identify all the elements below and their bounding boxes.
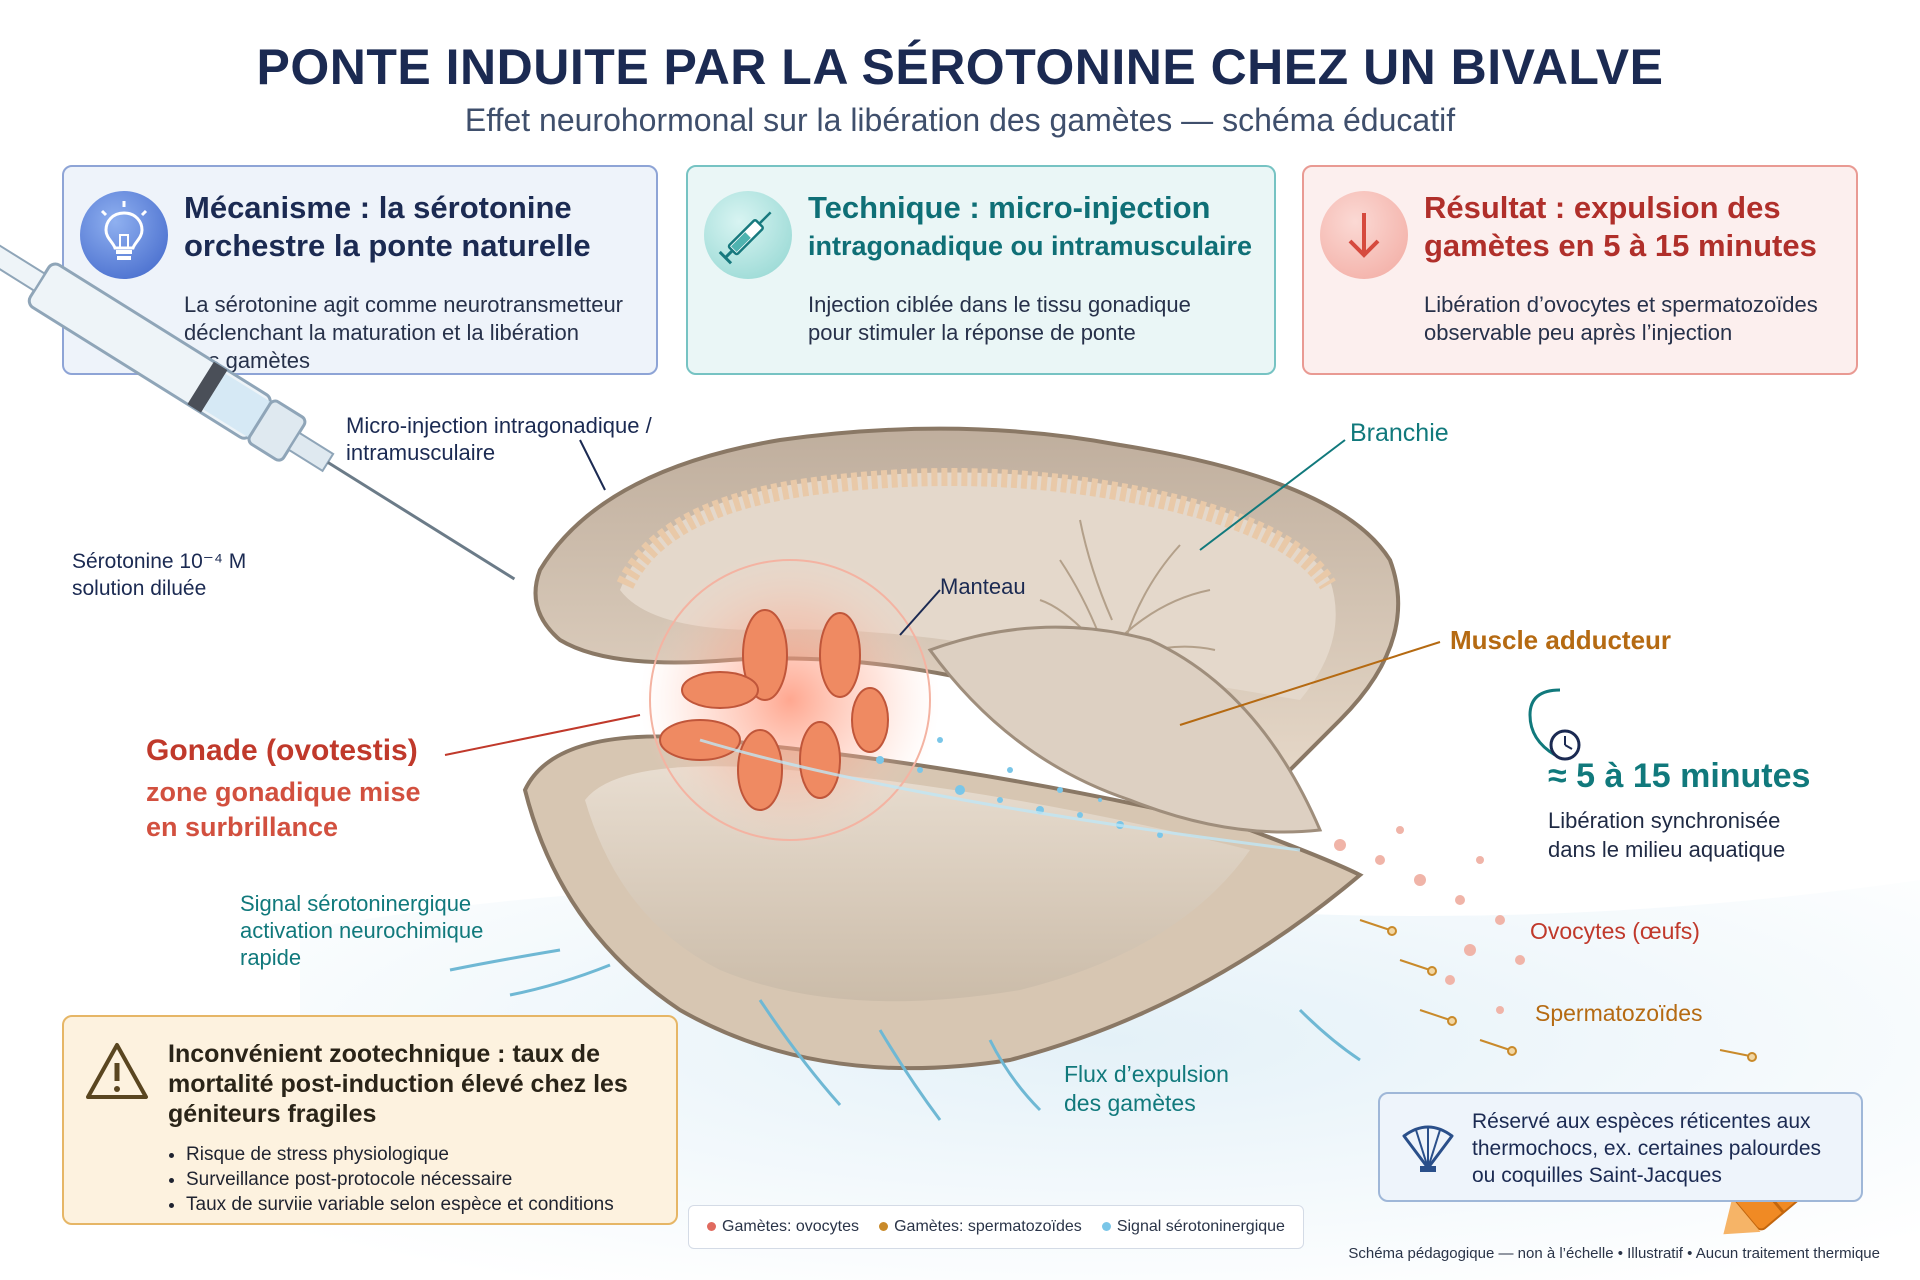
technique-body-line1: Injection ciblée dans le tissu gonadique: [808, 292, 1191, 317]
mechanism-title-line2: orchestre la ponte naturelle: [184, 228, 591, 263]
warning-bullets: Risque de stress physiologique Surveilla…: [168, 1142, 614, 1217]
legend-swatch-spermatozoides: [879, 1222, 889, 1232]
syringe-illustration: [0, 240, 516, 581]
gametes-spermatozoa: [1359, 919, 1757, 1062]
time-description-line2: dans le milieu aquatique: [1548, 837, 1786, 862]
warning-icon: [84, 1041, 150, 1106]
serotonin-label: Sérotonine 10⁻⁴ M solution diluée: [72, 548, 246, 602]
leader-manteau: [899, 589, 941, 636]
result-body-line2: observable peu après l’injection: [1424, 320, 1733, 345]
syringe-icon: [704, 191, 792, 279]
branchie-label: Branchie: [1350, 419, 1449, 447]
note-line3: ou coquilles Saint-Jacques: [1472, 1164, 1722, 1187]
legend-swatch-signal: [1101, 1222, 1111, 1232]
species-note-card: Réservé aux espèces réticentes aux thermo…: [1378, 1092, 1863, 1202]
time-value: ≈ 5 à 15 minutes: [1548, 757, 1811, 795]
injection-label-line1: Micro-injection intragonadique /: [346, 413, 652, 438]
spermatozoides-label: Spermatozoïdes: [1535, 1000, 1703, 1026]
lightbulb-icon: [80, 191, 168, 279]
legend: Gamètes: ovocytes Gamètes: spermatozoïde…: [688, 1205, 1304, 1249]
muscle-label: Muscle adducteur: [1450, 625, 1672, 655]
injection-label: Micro-injection intragonadique /intramus…: [346, 412, 652, 466]
warning-title-line1: Inconvénient zootechnique : taux de: [168, 1040, 600, 1068]
arrow-down-icon: [1320, 191, 1408, 279]
warning-bullet: Risque de stress physiologique: [186, 1142, 614, 1167]
manteau-label: Manteau: [940, 574, 1026, 599]
signal-label-line1: Signal sérotoninergique: [240, 891, 472, 916]
leader-injection: [579, 439, 606, 491]
gonade-label: Gonade (ovotestis): [146, 734, 418, 767]
note-line2: thermochocs, ex. certaines palourdes: [1472, 1137, 1822, 1160]
result-title-line1: Résultat : expulsion des: [1424, 190, 1781, 225]
injection-label-line2: intramusculaire: [346, 440, 496, 465]
gonad-ovotestis: [659, 609, 889, 811]
gonad-highlight: [640, 550, 940, 850]
serotonin-signal-particles: [876, 737, 1163, 838]
technique-card: Technique : micro-injection intragonadiqu…: [686, 165, 1276, 375]
signal-label-line2: activation neurochimique: [240, 918, 484, 943]
flux-label: Flux d’expulsion des gamètes: [1064, 1060, 1229, 1118]
gametes-ovocytes: [1334, 826, 1525, 1014]
adductor-muscle: [927, 625, 1323, 834]
warning-title-line2: mortalité post-induction élevé chez les: [168, 1070, 628, 1098]
mechanism-body-line1: La sérotonine agit comme neurotransmette…: [184, 292, 624, 317]
gonade-sublabel-line2: en surbrillance: [146, 812, 339, 842]
note-line1: Réservé aux espèces réticentes aux: [1472, 1110, 1811, 1133]
legend-item-ovocytes: Gamètes: ovocytes: [707, 1218, 859, 1236]
legend-item-signal: Signal sérotoninergique: [1101, 1218, 1285, 1236]
gonade-sublabel: zone gonadique mise en surbrillance: [146, 775, 466, 845]
page-subtitle: Effet neurohormonal sur la libération de…: [464, 102, 1456, 138]
mechanism-title-line1: Mécanisme : la sérotonine: [184, 190, 572, 225]
time-description: Libération synchronisée dans le milieu aq…: [1548, 806, 1828, 864]
clock-icon: [1528, 688, 1581, 761]
warning-bullet: Taux de surviie variable selon espèce et…: [186, 1192, 614, 1217]
serotonin-label-line2: solution diluée: [72, 577, 207, 600]
flux-label-line2: des gamètes: [1064, 1090, 1196, 1116]
legend-label: Gamètes: ovocytes: [722, 1218, 859, 1235]
footer-note: Schéma pédagogique — non à l’échelle • I…: [1348, 1245, 1880, 1262]
result-title-line2: gamètes en 5 à 15 minutes: [1424, 228, 1817, 263]
leader-branchie: [1199, 439, 1346, 551]
result-body-line1: Libération d’ovocytes et spermatozoïdes: [1424, 292, 1818, 317]
ovocytes-label: Ovocytes (œufs): [1530, 918, 1700, 944]
technique-title-line2: intragonadique ou intramusculaire: [808, 231, 1253, 261]
technique-title-line1: Technique : micro-injection: [808, 190, 1211, 225]
flux-label-line1: Flux d’expulsion: [1064, 1061, 1229, 1087]
mechanism-body-line2: déclenchant la maturation et la libérati…: [184, 320, 580, 345]
time-description-line1: Libération synchronisée: [1548, 808, 1781, 833]
gonade-sublabel-line1: zone gonadique mise: [146, 777, 421, 807]
legend-label: Gamètes: spermatozoïdes: [894, 1218, 1082, 1235]
legend-label: Signal sérotoninergique: [1116, 1218, 1285, 1235]
leader-muscle: [1179, 641, 1441, 726]
mantle-rim: [616, 468, 1336, 590]
technique-body-line2: pour stimuler la réponse de ponte: [808, 320, 1136, 345]
flux-arrows: [449, 948, 1361, 1121]
page-title: PONTE INDUITE PAR LA SÉROTONINE CHEZ UN …: [256, 39, 1664, 95]
scallop-shell-icon: [1398, 1118, 1458, 1179]
legend-swatch-ovocytes: [707, 1222, 717, 1232]
legend-item-spermatozoides: Gamètes: spermatozoïdes: [879, 1218, 1082, 1236]
signal-label-line3: rapide: [240, 945, 302, 970]
leader-gonade: [444, 714, 641, 756]
serotonin-label-line1: Sérotonine 10⁻⁴ M: [72, 550, 247, 573]
warning-title-line3: géniteurs fragiles: [168, 1100, 377, 1128]
warning-bullet: Surveillance post-protocole nécessaire: [186, 1167, 614, 1192]
